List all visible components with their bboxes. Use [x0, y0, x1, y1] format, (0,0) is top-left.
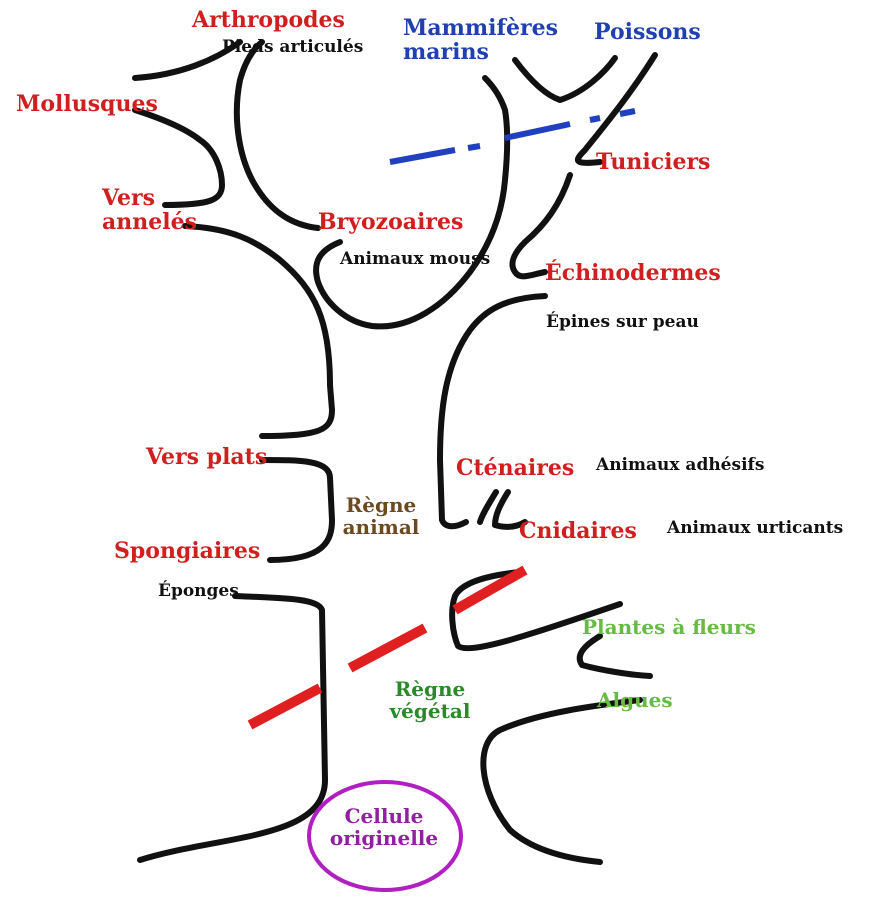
regne-vegetal-line1: Règne [380, 678, 480, 700]
label-mollusques: Mollusques [16, 92, 158, 116]
desc-eponges: Éponges [158, 582, 239, 601]
root-line2: originelle [319, 827, 449, 849]
desc-animaux-urticants: Animaux urticants [667, 519, 843, 538]
plant-divider-seg2 [350, 628, 425, 668]
label-poissons: Poissons [594, 20, 701, 44]
label-cnidaires: Cnidaires [519, 519, 637, 543]
arthropodes-branch-inner [237, 42, 318, 228]
label-echinodermes: Échinodermes [545, 261, 721, 285]
desc-epines-sur-peau: Épines sur peau [546, 313, 699, 332]
label-vers-anneles: Vers annelés [102, 186, 212, 234]
root-line1: Cellule [319, 805, 449, 827]
vers-plats-branch [185, 226, 332, 436]
vertebrate-divider-seg4 [590, 118, 600, 120]
desc-pieds-articules: Pieds articulés [222, 38, 363, 57]
vertebrate-divider-seg1 [390, 150, 455, 162]
label-bryozoaires: Bryozoaires [318, 210, 463, 234]
label-cellule-originelle: Cellule originelle [319, 805, 449, 849]
vertebrate-divider-seg2 [468, 146, 480, 148]
regne-vegetal-line2: végétal [380, 700, 480, 722]
trunk-left-outline [140, 596, 325, 860]
poissons-branch [578, 55, 655, 163]
regne-animal-line2: animal [336, 516, 426, 538]
desc-animaux-adhesifs: Animaux adhésifs [596, 456, 764, 475]
label-tuniciers: Tuniciers [596, 150, 710, 174]
label-plantes-fleurs: Plantes à fleurs [582, 616, 756, 638]
label-algues: Algues [597, 689, 673, 711]
label-regne-animal: Règne animal [336, 494, 426, 538]
algues-branch [483, 700, 640, 862]
label-mammiferes-marins: Mammifères marins [403, 16, 563, 64]
label-spongiaires: Spongiaires [114, 539, 260, 563]
vertebrate-divider-seg5 [620, 111, 635, 114]
spongiaires-branch [262, 460, 332, 560]
label-arthropodes: Arthropodes [192, 8, 345, 32]
plant-divider-seg1 [250, 688, 320, 725]
label-vers-plats: Vers plats [146, 445, 267, 469]
regne-animal-line1: Règne [336, 494, 426, 516]
desc-animaux-mous: Animaux mouss [340, 250, 490, 269]
label-regne-vegetal: Règne végétal [380, 678, 480, 722]
label-cteneaires: Cténaires [456, 456, 574, 480]
plantes-fleurs-branch [580, 636, 650, 676]
bryozoaires-cup [316, 78, 507, 326]
vertebrate-divider-seg3 [505, 124, 570, 138]
echinodermes-branch [440, 296, 545, 526]
